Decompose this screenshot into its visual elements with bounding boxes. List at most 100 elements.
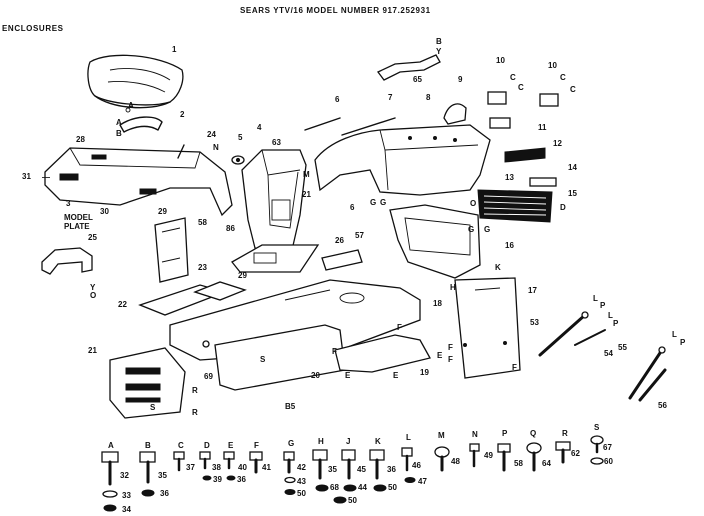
svg-text:32: 32 <box>120 471 129 480</box>
floor-plate-part <box>231 244 320 273</box>
callout-5: 5 <box>238 133 243 142</box>
hardware-h: H 35 68 50 <box>312 437 357 505</box>
svg-text:G: G <box>370 198 376 207</box>
svg-text:C: C <box>510 73 516 82</box>
light-10b-part <box>539 93 559 107</box>
part-11 <box>489 117 511 129</box>
callout-6-b: 6 <box>350 203 355 212</box>
hardware-q: Q 64 <box>526 429 551 472</box>
svg-text:P: P <box>613 319 619 328</box>
hardware-a: A 32 33 34 <box>101 441 131 514</box>
callout-13: 13 <box>505 173 514 182</box>
hardware-l: L 46 47 <box>401 433 427 486</box>
callout-28: 28 <box>76 135 85 144</box>
svg-text:R: R <box>192 408 198 417</box>
callout-16: 16 <box>505 241 514 250</box>
svg-text:F: F <box>397 323 402 332</box>
hardware-b: B 35 36 <box>139 441 169 498</box>
svg-text:N: N <box>472 430 478 439</box>
callout-1: 1 <box>172 45 177 54</box>
lens-9-part <box>443 103 467 125</box>
rod-55-part <box>628 346 666 400</box>
svg-text:38: 38 <box>212 463 221 472</box>
svg-text:36: 36 <box>387 465 396 474</box>
svg-text:37: 37 <box>186 463 195 472</box>
svg-text:G: G <box>468 225 474 234</box>
svg-text:Q: Q <box>530 429 536 438</box>
callout-18: 18 <box>433 299 442 308</box>
svg-text:50: 50 <box>297 489 306 498</box>
svg-text:—: — <box>42 173 50 182</box>
svg-text:67: 67 <box>603 443 612 452</box>
svg-text:68: 68 <box>330 483 339 492</box>
callout-21-a: 21 <box>302 190 311 199</box>
callout-58: 58 <box>198 218 207 227</box>
callout-63: 63 <box>272 138 281 147</box>
svg-text:A: A <box>116 118 122 127</box>
svg-text:46: 46 <box>412 461 421 470</box>
svg-text:S: S <box>594 423 600 432</box>
hardware-r: R 62 <box>555 429 580 464</box>
svg-text:B: B <box>145 441 151 450</box>
svg-text:M: M <box>438 431 445 440</box>
diagram-title: SEARS YTV/16 MODEL NUMBER 917.252931 <box>240 6 431 15</box>
svg-text:D: D <box>204 441 210 450</box>
svg-text:F: F <box>332 347 337 356</box>
callout-3: 3 <box>66 199 71 208</box>
callout-15: 15 <box>568 189 577 198</box>
callout-55: 55 <box>618 343 627 352</box>
svg-text:L: L <box>406 433 411 442</box>
callout-29-b: 29 <box>238 271 247 280</box>
seat-part <box>87 54 184 109</box>
svg-text:G: G <box>484 225 490 234</box>
knob-part <box>231 155 245 165</box>
hardware-p: P 58 <box>497 429 523 472</box>
svg-text:R: R <box>192 386 198 395</box>
svg-text:K: K <box>375 437 381 446</box>
callout-9: 9 <box>458 75 463 84</box>
callout-25: 25 <box>88 233 97 242</box>
svg-text:L: L <box>672 330 677 339</box>
svg-text:S: S <box>260 355 266 364</box>
svg-text:H: H <box>318 437 324 446</box>
callout-2: 2 <box>180 110 185 119</box>
svg-text:O: O <box>470 199 476 208</box>
model-plate-label: MODEL <box>64 213 93 222</box>
svg-text:33: 33 <box>122 491 131 500</box>
svg-text:36: 36 <box>160 489 169 498</box>
callout-10-b: 10 <box>548 61 557 70</box>
svg-text:50: 50 <box>348 496 357 505</box>
footer-code: B5 <box>285 402 296 411</box>
plate-57-part <box>321 249 363 271</box>
svg-text:35: 35 <box>328 465 337 474</box>
callout-65: 65 <box>413 75 422 84</box>
strip-12-part <box>504 147 546 163</box>
panel-29-part <box>154 217 189 283</box>
callout-17: 17 <box>528 286 537 295</box>
callout-10-a: 10 <box>496 56 505 65</box>
svg-text:34: 34 <box>122 505 131 514</box>
section-title: ENCLOSURES <box>2 24 64 33</box>
svg-text:L: L <box>608 311 613 320</box>
svg-text:G: G <box>380 198 386 207</box>
svg-text:B: B <box>436 37 442 46</box>
svg-text:49: 49 <box>484 451 493 460</box>
hardware-row: A 32 33 34 B 35 36 C 37 D <box>101 423 613 514</box>
svg-text:64: 64 <box>542 459 551 468</box>
svg-text:A: A <box>128 101 134 110</box>
svg-text:Y: Y <box>90 283 96 292</box>
svg-text:48: 48 <box>451 457 460 466</box>
callout-4: 4 <box>257 123 262 132</box>
hardware-j: J 45 44 <box>341 437 367 492</box>
callout-12: 12 <box>553 139 562 148</box>
bracket-22-part <box>138 281 247 316</box>
callout-6: 6 <box>335 95 340 104</box>
hardware-m: M 48 <box>434 431 460 472</box>
callout-19: 19 <box>420 368 429 377</box>
hardware-n: N 49 <box>469 430 493 468</box>
svg-text:S: S <box>150 403 156 412</box>
svg-text:62: 62 <box>571 449 580 458</box>
callout-11: 11 <box>538 123 547 132</box>
hood-part <box>314 124 491 196</box>
